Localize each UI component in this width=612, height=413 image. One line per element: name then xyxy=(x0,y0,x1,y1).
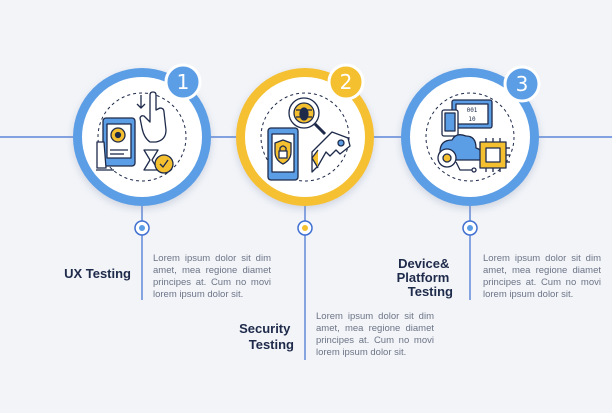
step-number-2: 2 xyxy=(340,70,353,94)
device-platform-testing-icon: 001 10 xyxy=(437,99,510,173)
step-number-badge-2 xyxy=(327,63,365,101)
step-2: 2 Security Testing xyxy=(236,63,374,360)
step-number-badge-3 xyxy=(503,65,541,103)
step-number-1: 1 xyxy=(177,70,190,94)
step-description-2: Lorem ipsum dolor sit dim amet, mea regi… xyxy=(316,311,434,358)
ux-testing-icon xyxy=(96,91,174,174)
step-title-2: Security Testing xyxy=(239,321,294,352)
step-number-badge-1 xyxy=(164,63,202,101)
step-title-3-line-1: Device& xyxy=(398,256,449,271)
step-title-2-line-2: Testing xyxy=(249,337,294,352)
step-title-2-line-1: Security xyxy=(239,321,291,336)
svg-text:10: 10 xyxy=(468,116,476,123)
step-title-3-line-2: Platform xyxy=(397,270,450,285)
step-title-1: UX Testing xyxy=(64,266,131,281)
step-description-1: Lorem ipsum dolor sit dim amet, mea regi… xyxy=(153,253,271,300)
svg-text:001: 001 xyxy=(467,107,478,114)
step-title-3-line-3: Testing xyxy=(408,284,453,299)
step-number-3: 3 xyxy=(516,72,529,96)
step-title-3: Device& Platform Testing xyxy=(397,256,453,299)
security-testing-icon xyxy=(267,97,351,181)
step-3: 3 001 10 Device& xyxy=(397,65,541,300)
step-description-3: Lorem ipsum dolor sit dim amet, mea regi… xyxy=(483,253,601,300)
step-1: 1 UX Testing xyxy=(64,63,211,300)
